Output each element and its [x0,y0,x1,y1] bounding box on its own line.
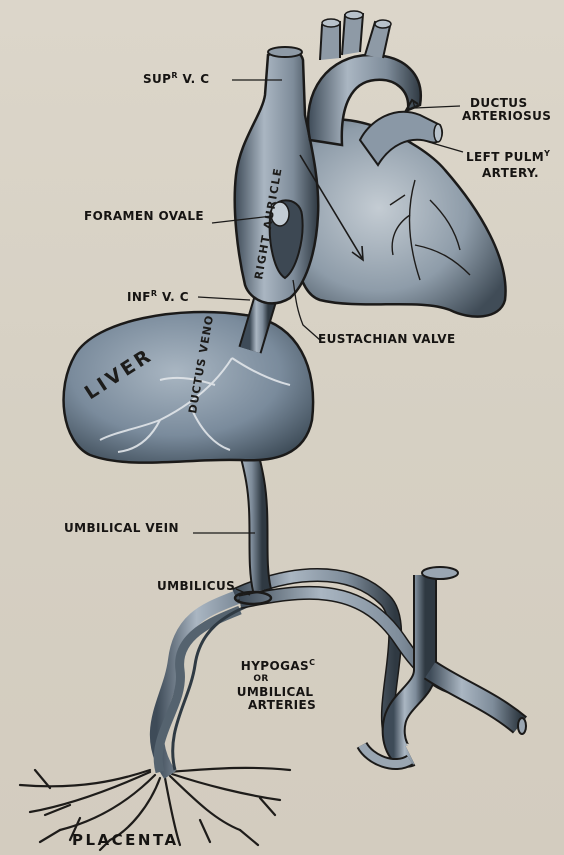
label-ductus-arteriosus: DUCTUS ARTERIOSUS [462,97,551,123]
label-inferior-vena-cava: INFR V. C [127,287,189,304]
label-hypogastric-arteries: HYPOGASC OR UMBILICAL ARTERIES [240,656,316,712]
label-superior-vena-cava: SUPR V. C [143,69,209,86]
right-auricle-and-svc: RIGHT AURICLE [235,47,319,303]
liver: LIVER DUCTUS VENO [64,312,314,463]
label-left-pulmonary-artery: LEFT PULMY ARTERY. [466,147,550,180]
label-umbilicus: UMBILICUS [157,580,235,593]
label-placenta: PLACENTA [72,834,179,847]
label-foramen-ovale: FORAMEN OVALE [84,210,204,223]
aortic-arch [308,11,442,165]
label-umbilical-vein: UMBILICAL VEIN [64,522,179,535]
label-eustachian-valve: EUSTACHIAN VALVE [318,333,456,346]
